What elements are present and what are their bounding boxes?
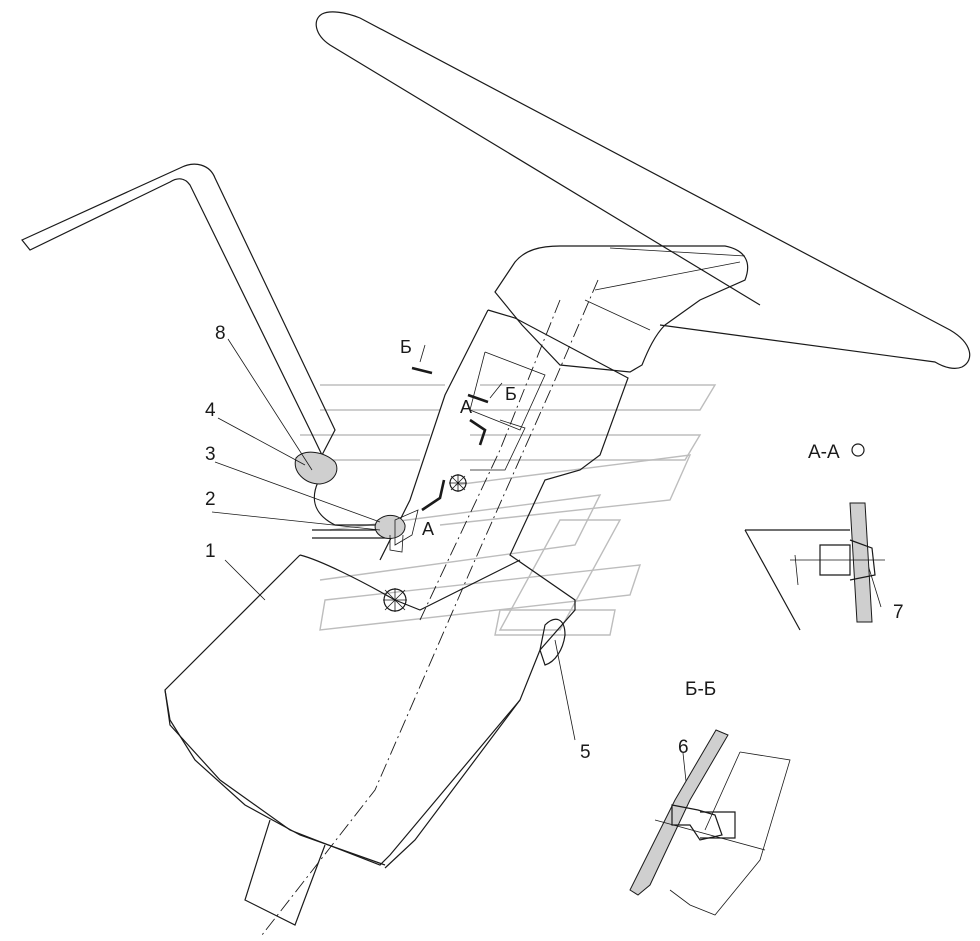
callout-5: 5 (580, 742, 591, 763)
lever-stalk (21, 163, 336, 457)
shroud-top-edge (299, 554, 521, 611)
section-letter-a-1: А (460, 397, 472, 417)
leader-lines (211, 338, 882, 801)
watermark-logo (295, 384, 717, 636)
section-mark-b-top (411, 366, 489, 404)
section-title-bb: Б-Б (685, 679, 716, 700)
housing-inner-step (469, 351, 546, 471)
section-letter-a-2: А (422, 519, 434, 539)
steering-hub (494, 245, 749, 373)
shroud-left-edge (164, 689, 386, 866)
clip-connector (389, 509, 419, 553)
section-letter-b-2: Б (505, 384, 517, 404)
section-arrow-b (419, 344, 503, 399)
column-axis-2 (419, 299, 561, 621)
harness-clip-8 (294, 451, 338, 485)
section-mark-a-bottom (421, 479, 446, 512)
harness-clip-2 (374, 514, 406, 539)
section-title-aa: А-А (808, 442, 840, 463)
section-letter-b-1: Б (400, 337, 412, 357)
callout-4: 4 (205, 400, 216, 421)
section-mark-a-top (469, 418, 487, 446)
screw-lower (383, 588, 407, 612)
callout-8: 8 (215, 323, 226, 344)
callout-2: 2 (205, 489, 216, 510)
callout-1: 1 (205, 541, 216, 562)
steering-wheel-rim (315, 11, 971, 369)
callout-3: 3 (205, 444, 216, 465)
lower-knob (539, 618, 566, 666)
detail-bb (629, 729, 791, 916)
callout-6: 6 (678, 737, 689, 758)
hub-lines (584, 247, 746, 331)
column-shaft (244, 819, 326, 926)
callout-7: 7 (893, 602, 904, 623)
screw-upper (449, 474, 467, 492)
column-axis (261, 279, 599, 936)
detail-aa (744, 443, 885, 631)
lower-shroud (164, 554, 521, 866)
